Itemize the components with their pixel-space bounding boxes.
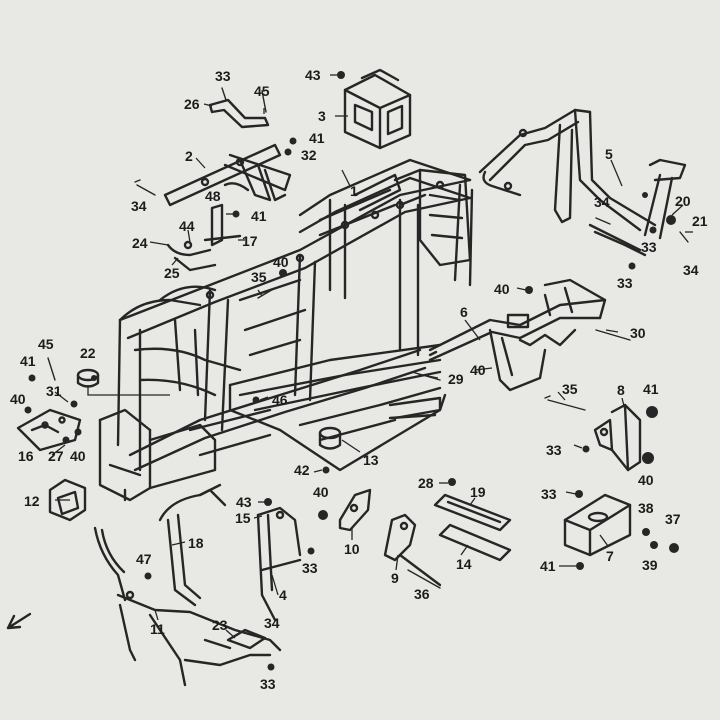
callout-18: 18 bbox=[188, 535, 204, 551]
callout-38: 38 bbox=[638, 500, 654, 516]
callout-47: 47 bbox=[136, 551, 152, 567]
callout-13: 13 bbox=[363, 452, 379, 468]
guard-18 bbox=[158, 483, 227, 607]
callout-39: 39 bbox=[642, 557, 658, 573]
callout-41-d: 41 bbox=[643, 381, 659, 397]
callout-6: 6 bbox=[460, 304, 468, 320]
bracket-17 bbox=[203, 182, 250, 247]
callout-22: 22 bbox=[80, 345, 96, 361]
plate-19 bbox=[433, 493, 512, 532]
callout-46: 46 bbox=[272, 392, 288, 408]
callout-25: 25 bbox=[164, 265, 180, 281]
bracket-2 bbox=[163, 143, 292, 207]
callout-40-e: 40 bbox=[70, 448, 86, 464]
callout-34-c: 34 bbox=[683, 262, 699, 278]
bracket-9 bbox=[383, 513, 442, 587]
fastener-dots bbox=[24, 71, 679, 671]
callout-36: 36 bbox=[414, 586, 430, 602]
callout-20: 20 bbox=[675, 193, 691, 209]
callout-19: 19 bbox=[470, 484, 486, 500]
callout-41-b: 41 bbox=[251, 208, 267, 224]
callout-31: 31 bbox=[46, 383, 62, 399]
callout-1: 1 bbox=[350, 183, 358, 199]
callout-15: 15 bbox=[235, 510, 251, 526]
callout-14: 14 bbox=[456, 556, 472, 572]
callout-35-a: 35 bbox=[251, 269, 267, 285]
footrest-13 bbox=[318, 396, 442, 450]
callout-2: 2 bbox=[185, 148, 193, 164]
callout-42: 42 bbox=[294, 462, 310, 478]
callout-43-a: 43 bbox=[305, 67, 321, 83]
callout-5: 5 bbox=[605, 146, 613, 162]
bracket-8 bbox=[593, 403, 642, 472]
main-frame bbox=[98, 158, 474, 502]
callout-37: 37 bbox=[665, 511, 681, 527]
callout-24: 24 bbox=[132, 235, 148, 251]
callout-41-a: 41 bbox=[309, 130, 325, 146]
callout-45-a: 45 bbox=[254, 83, 270, 99]
callout-32: 32 bbox=[301, 147, 317, 163]
callout-40-f: 40 bbox=[313, 484, 329, 500]
callout-40-c: 40 bbox=[470, 362, 486, 378]
bracket-10 bbox=[338, 488, 372, 532]
callout-23: 23 bbox=[212, 617, 228, 633]
callout-17: 17 bbox=[242, 233, 258, 249]
callout-40-b: 40 bbox=[494, 281, 510, 297]
callout-8: 8 bbox=[617, 382, 625, 398]
plate-14 bbox=[438, 523, 512, 562]
callout-leaders bbox=[51, 74, 693, 639]
callout-4: 4 bbox=[279, 587, 287, 603]
callout-11: 11 bbox=[150, 621, 165, 637]
callout-33-d: 33 bbox=[546, 442, 562, 458]
callout-16: 16 bbox=[18, 448, 34, 464]
front-direction-arrow bbox=[6, 612, 32, 630]
callout-33-a: 33 bbox=[215, 68, 231, 84]
block-7 bbox=[563, 493, 632, 557]
rear-carrier-5 bbox=[478, 108, 687, 257]
callout-34-d: 34 bbox=[264, 615, 280, 631]
callout-40-d: 40 bbox=[10, 391, 26, 407]
bracket-25 bbox=[166, 240, 217, 272]
bracket-4 bbox=[256, 506, 302, 622]
callout-40-a: 40 bbox=[273, 254, 289, 270]
callout-12: 12 bbox=[24, 493, 40, 509]
callout-labels: 1 2 3 4 5 6 7 8 9 10 11 12 13 14 15 16 1… bbox=[10, 67, 708, 692]
callout-40-g: 40 bbox=[638, 472, 654, 488]
callout-9: 9 bbox=[391, 570, 399, 586]
callout-27: 27 bbox=[48, 448, 64, 464]
callout-41-c: 41 bbox=[20, 353, 36, 369]
callout-41-e: 41 bbox=[540, 558, 556, 574]
callout-33-b: 33 bbox=[641, 239, 657, 255]
callout-33-e: 33 bbox=[541, 486, 557, 502]
callout-33-g: 33 bbox=[260, 676, 276, 692]
callout-48: 48 bbox=[205, 188, 221, 204]
callout-29: 29 bbox=[448, 371, 464, 387]
bracket-26 bbox=[208, 98, 270, 129]
bracket-23 bbox=[226, 628, 267, 650]
callout-33-c: 33 bbox=[617, 275, 633, 291]
callout-3: 3 bbox=[318, 108, 326, 124]
callout-35-b: 35 bbox=[562, 381, 578, 397]
callout-34-b: 34 bbox=[594, 194, 610, 210]
fasteners bbox=[47, 87, 689, 589]
callout-10: 10 bbox=[344, 541, 360, 557]
callout-33-f: 33 bbox=[302, 560, 318, 576]
rubber-mount-12 bbox=[48, 478, 87, 522]
box-bracket-3 bbox=[343, 68, 412, 150]
callout-45-b: 45 bbox=[38, 336, 54, 352]
callout-44: 44 bbox=[179, 218, 195, 234]
callout-7: 7 bbox=[606, 548, 614, 564]
callout-30: 30 bbox=[630, 325, 646, 341]
callout-34-a: 34 bbox=[131, 198, 147, 214]
callout-26: 26 bbox=[184, 96, 200, 112]
bracket-16 bbox=[16, 408, 82, 452]
callout-43-b: 43 bbox=[236, 494, 252, 510]
callout-28: 28 bbox=[418, 475, 434, 491]
subframe-6 bbox=[428, 278, 607, 392]
callout-21: 21 bbox=[692, 213, 708, 229]
guard-11 bbox=[93, 526, 282, 687]
